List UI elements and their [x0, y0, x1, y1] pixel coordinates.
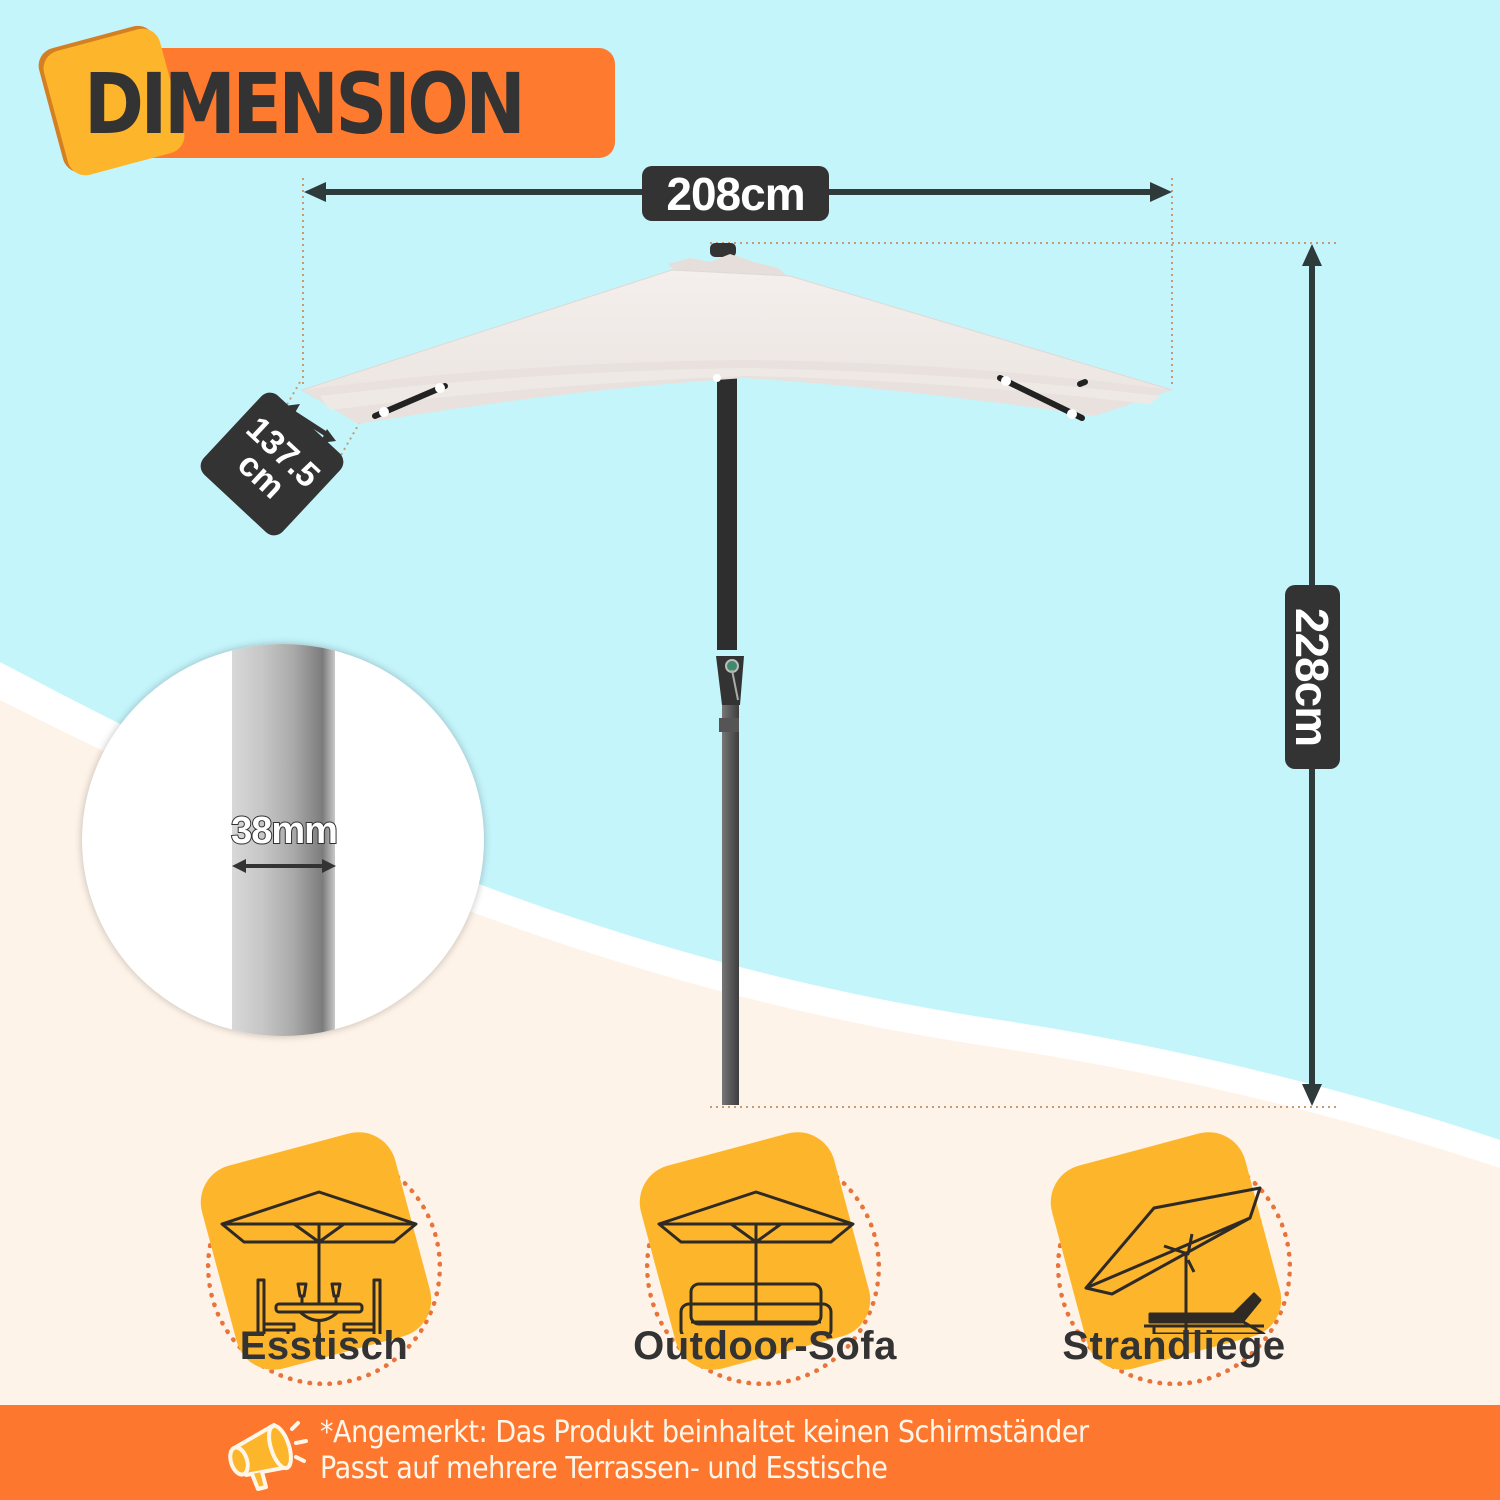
use-case-beach-lounger: Strandliege — [1040, 1123, 1340, 1398]
use-case-label: Strandliege — [1062, 1324, 1286, 1368]
diameter-arrow-icon — [232, 859, 336, 873]
height-label-text: 228cm — [1286, 607, 1339, 747]
use-case-label: Outdoor-Sofa — [633, 1324, 897, 1368]
footer-note-bar: *Angemerkt: Das Produkt beinhaltet keine… — [0, 1405, 1500, 1500]
patio-dining-table-icon — [220, 1190, 418, 1334]
use-case-dining-table: Esstisch — [190, 1123, 490, 1398]
width-label: 208cm — [642, 166, 829, 221]
title-badge-bar — [118, 48, 615, 158]
height-label: 228cm — [1285, 585, 1340, 769]
beach-lounger-icon — [1084, 1186, 1266, 1334]
page-title: DIMENSION — [84, 55, 526, 153]
megaphone-icon — [228, 1421, 308, 1491]
footer-note-line-2: Passt auf mehrere Terrassen- und Esstisc… — [320, 1451, 888, 1486]
title-badge: DIMENSION — [28, 14, 615, 180]
use-case-label: Esstisch — [239, 1324, 409, 1368]
pole-diameter-label: 38mm — [230, 809, 339, 853]
footer-note-text: *Angemerkt: Das Produkt beinhaltet keine… — [320, 1415, 1089, 1487]
footer-note-line-1: *Angemerkt: Das Produkt beinhaltet keine… — [320, 1415, 1089, 1450]
use-case-outdoor-sofa: Outdoor-Sofa — [615, 1123, 915, 1398]
patio-sofa-icon — [657, 1190, 855, 1334]
pole-detail-circle: 38mm — [82, 644, 484, 1036]
pole-closeup — [232, 644, 335, 1036]
